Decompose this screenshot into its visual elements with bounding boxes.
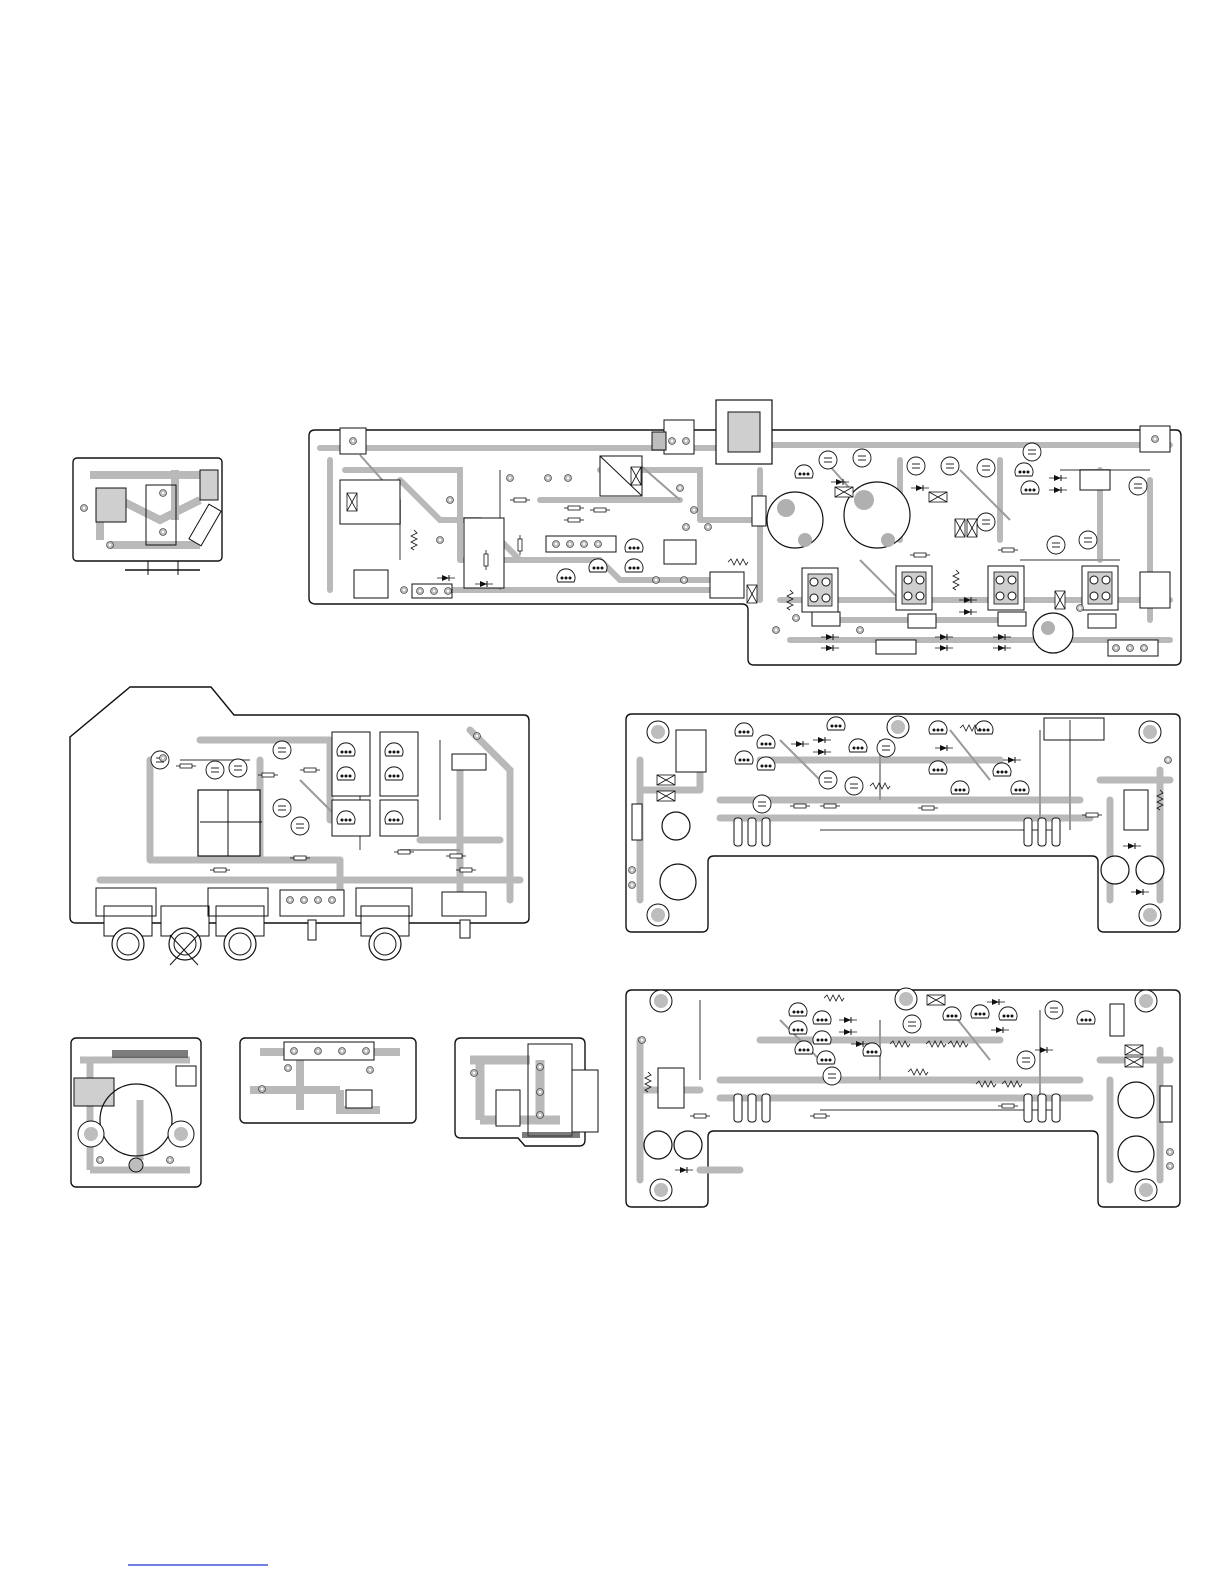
small-strip-board xyxy=(240,1038,416,1123)
right-bottom-board xyxy=(626,988,1180,1207)
main-long-board xyxy=(309,400,1181,665)
small-top-left-board xyxy=(73,458,222,575)
small-jack-board xyxy=(455,1038,598,1146)
input-jack-board xyxy=(70,687,529,965)
small-square-board xyxy=(71,1038,201,1187)
right-middle-board xyxy=(626,714,1180,932)
